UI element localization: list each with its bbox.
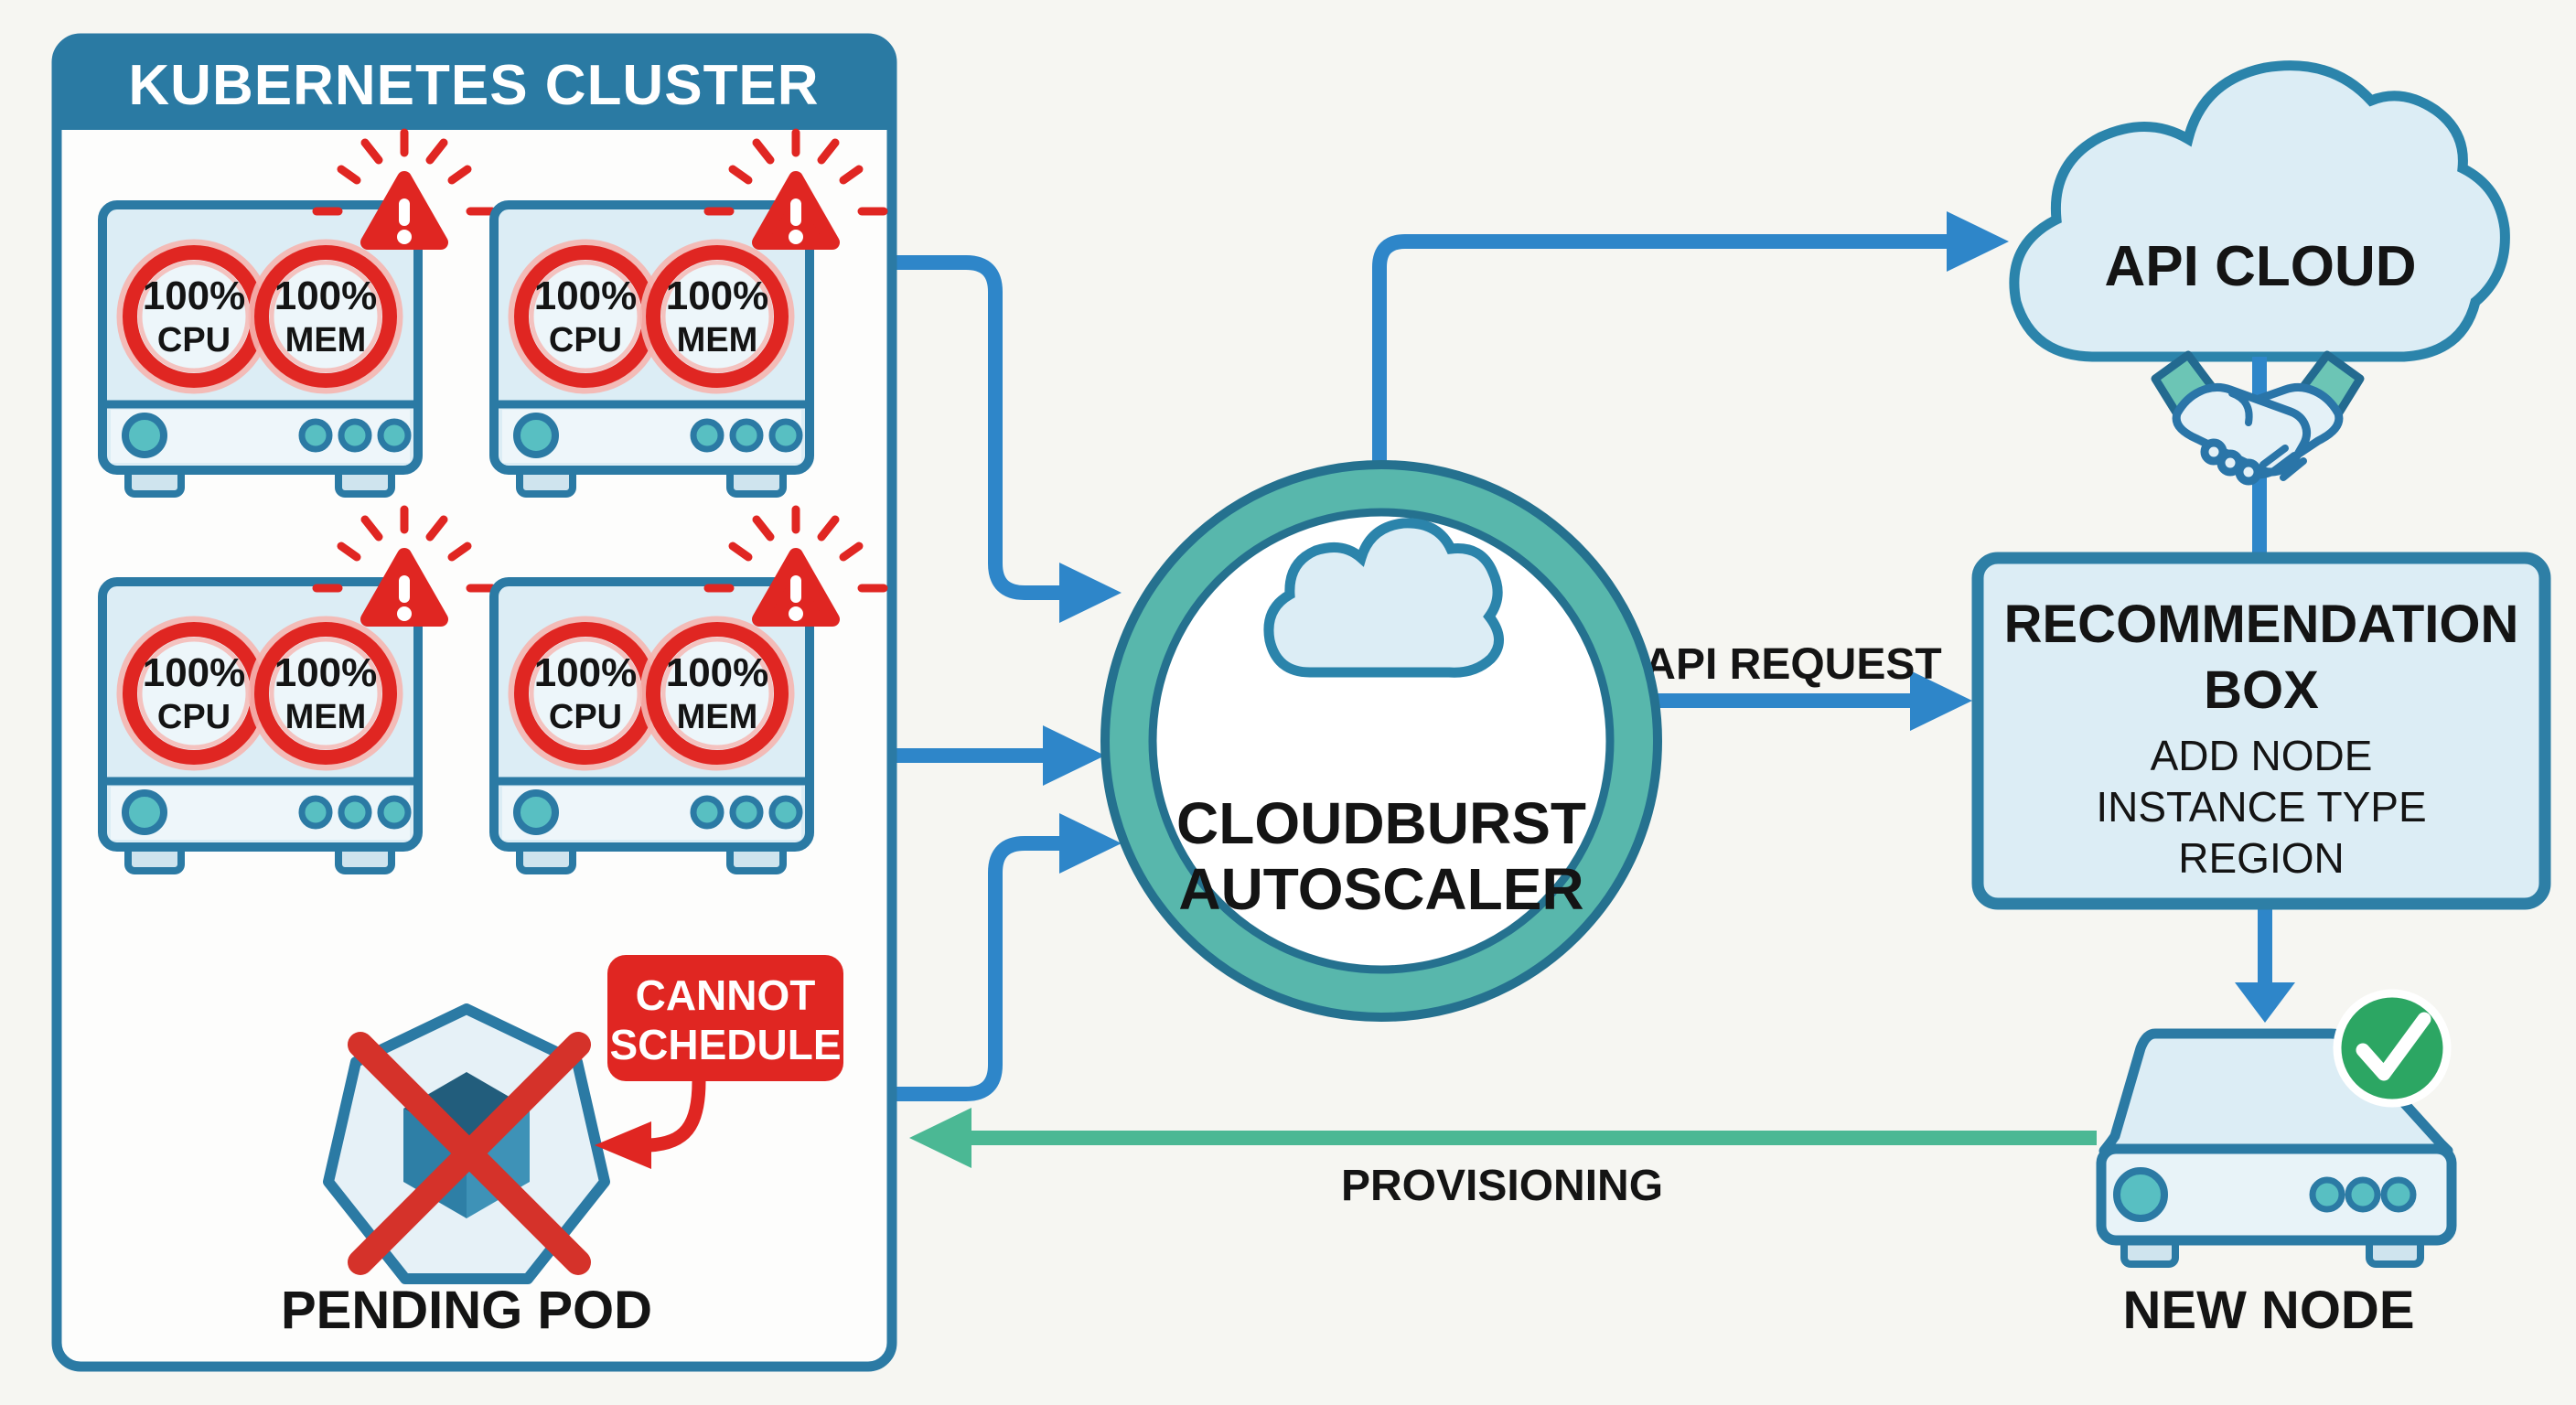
cannot-schedule-badge: CANNOT SCHEDULE	[595, 955, 843, 1169]
autoscaler-name-line2: AUTOSCALER	[1178, 856, 1583, 922]
mem-gauge-value: 100%	[274, 273, 378, 318]
arrowhead-icon	[2235, 982, 2295, 1023]
arrowhead-icon	[595, 1121, 651, 1169]
arrowhead-icon	[1043, 725, 1105, 786]
cluster-to-autoscaler-arrow-bottom	[892, 836, 1059, 1101]
check-icon	[2333, 989, 2452, 1108]
arrowhead-icon	[1059, 563, 1122, 623]
cloud-icon	[2009, 60, 2510, 362]
arrowhead-icon	[1947, 211, 2009, 272]
pending-pod: PENDING POD	[281, 1003, 652, 1340]
api-cloud: API CLOUD	[2009, 60, 2510, 554]
new-node: NEW NODE	[2096, 989, 2457, 1340]
cluster-header	[57, 38, 892, 130]
recommendation-item-1: ADD NODE	[2151, 732, 2373, 779]
recommendation-panel	[1971, 552, 2551, 910]
cross-icon	[348, 1032, 591, 1275]
cpu-gauge-value: 100%	[534, 650, 638, 695]
kubernetes-cluster-panel: KUBERNETES CLUSTER 100% CPU 100% MEM 100…	[51, 33, 897, 1372]
cluster-to-autoscaler-arrow-top	[892, 255, 1059, 600]
cpu-gauge-label: CPU	[549, 321, 622, 359]
recommendation-title-line1: RECOMMENDATION	[2004, 595, 2519, 654]
api-request-label: API REQUEST	[1644, 640, 1941, 689]
cpu-gauge-value: 100%	[143, 273, 246, 318]
provisioning-label: PROVISIONING	[1341, 1162, 1663, 1210]
mem-gauge-label: MEM	[285, 698, 367, 736]
mem-gauge-value: 100%	[274, 650, 378, 695]
node-power-dot	[2113, 1167, 2168, 1222]
node-dot	[2309, 1176, 2345, 1213]
cloud-icon	[1263, 518, 1504, 678]
arrowhead-icon	[1910, 670, 1972, 731]
mem-gauge-value: 100%	[666, 273, 769, 318]
cpu-gauge-label: CPU	[549, 698, 622, 736]
autoscaler-to-cloud-arrow	[1372, 234, 1947, 465]
new-node-label: NEW NODE	[2123, 1281, 2415, 1340]
cpu-gauge-value: 100%	[534, 273, 638, 318]
pending-pod-label: PENDING POD	[281, 1281, 652, 1340]
node-base	[2096, 1143, 2457, 1246]
recommendation-box: RECOMMENDATION BOX ADD NODE INSTANCE TYP…	[1971, 552, 2551, 910]
arrowhead-icon	[1059, 813, 1122, 874]
badge-box	[607, 955, 843, 1081]
server-node-3: 100% CPU 100% MEM	[102, 509, 492, 871]
server-node-2: 100% CPU 100% MEM	[494, 133, 884, 494]
flow-arrows	[892, 211, 2295, 1168]
handshake-icon	[2151, 350, 2365, 486]
cannot-schedule-arrow	[649, 1080, 706, 1153]
recommendation-item-2: INSTANCE TYPE	[2096, 783, 2426, 831]
mem-gauge-label: MEM	[677, 321, 758, 359]
cluster-title: KUBERNETES CLUSTER	[128, 54, 819, 117]
autoscaler-name-line1: CLOUDBURST	[1176, 790, 1586, 856]
server-node-4: 100% CPU 100% MEM	[494, 509, 884, 871]
cpu-gauge-label: CPU	[157, 698, 231, 736]
server-node-1: 100% CPU 100% MEM	[102, 133, 492, 494]
mem-gauge-label: MEM	[285, 321, 367, 359]
node-dot	[2345, 1176, 2381, 1213]
check-mark	[2356, 1012, 2431, 1081]
cpu-gauge-label: CPU	[157, 321, 231, 359]
badge-line2: SCHEDULE	[609, 1021, 841, 1068]
cloudburst-autoscaler: CLOUDBURST AUTOSCALER	[1100, 460, 1662, 1022]
recommendation-title-line2: BOX	[2204, 660, 2319, 720]
arrowhead-icon	[909, 1108, 971, 1168]
cpu-gauge-value: 100%	[143, 650, 246, 695]
badge-line1: CANNOT	[636, 971, 816, 1019]
mem-gauge-value: 100%	[666, 650, 769, 695]
mem-gauge-label: MEM	[677, 698, 758, 736]
api-cloud-label: API CLOUD	[2105, 235, 2417, 298]
recommendation-item-3: REGION	[2178, 834, 2344, 882]
node-dot	[2380, 1176, 2417, 1213]
